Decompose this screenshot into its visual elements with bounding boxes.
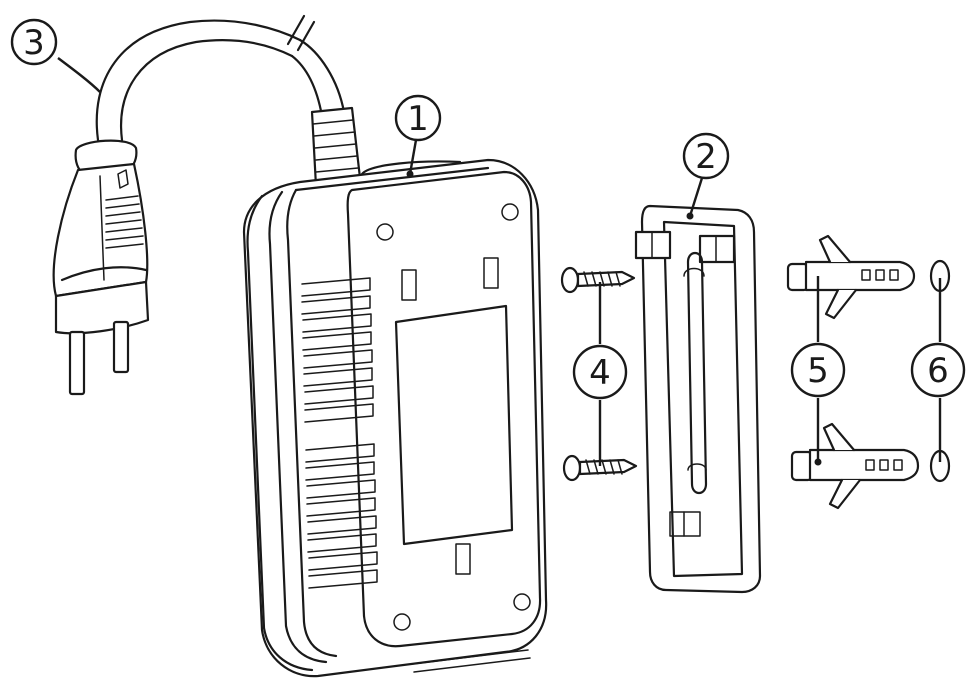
callout-2-label: 2 — [695, 137, 717, 177]
callout-1: 1 — [394, 94, 442, 142]
mains-plug — [52, 139, 150, 396]
bracket-clip — [698, 234, 736, 264]
callout-1-label: 1 — [407, 99, 429, 139]
callout-5: 5 — [790, 342, 846, 398]
callout-4-label: 4 — [589, 353, 611, 393]
power-cord — [95, 14, 346, 142]
leader-lines — [57, 57, 942, 466]
plug-grip-ridges — [105, 195, 144, 249]
mount-tab — [401, 269, 417, 301]
mount-tab — [483, 257, 499, 289]
bracket-lower-tab — [669, 511, 701, 537]
callout-3-label: 3 — [23, 23, 45, 63]
screw-bottom — [562, 454, 638, 482]
wall-bracket — [634, 204, 762, 594]
rating-label-area — [394, 304, 514, 546]
side-vent-slots — [301, 277, 378, 589]
bracket-clip — [634, 230, 672, 260]
bottom-vents — [411, 649, 531, 673]
screw-top — [560, 266, 636, 294]
power-supply-body — [242, 158, 548, 678]
callout-6: 6 — [910, 342, 966, 398]
wall-anchor-bottom — [790, 422, 920, 510]
wall-anchor-top — [786, 234, 916, 320]
strain-relief — [310, 106, 362, 188]
callout-3: 3 — [10, 18, 58, 66]
callout-6-label: 6 — [927, 351, 949, 391]
plug-pin-right — [112, 320, 130, 374]
callout-2: 2 — [682, 132, 730, 180]
bracket-keyhole-slot — [686, 251, 708, 495]
callout-5-label: 5 — [807, 351, 829, 391]
mount-tab — [455, 543, 471, 575]
plug-pin-left — [68, 330, 86, 396]
callout-4: 4 — [572, 344, 628, 400]
